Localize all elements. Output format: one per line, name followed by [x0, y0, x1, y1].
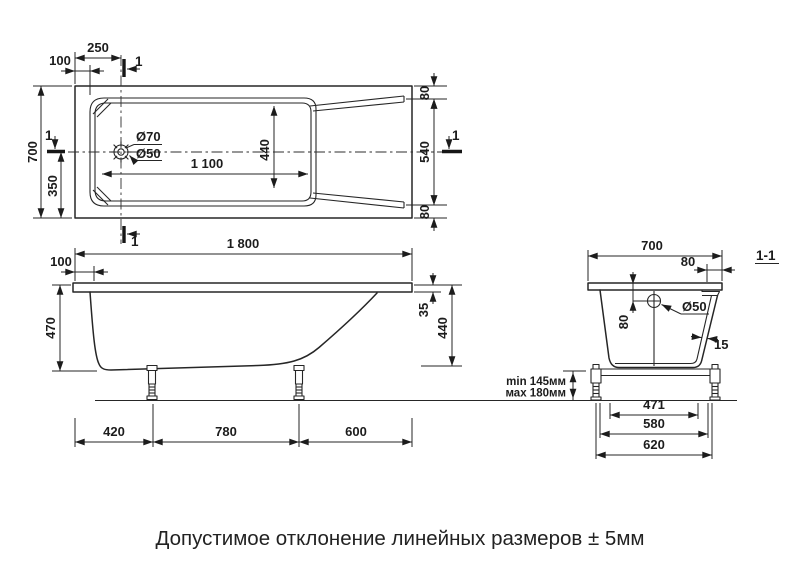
cut-marker-left: 1 [45, 128, 53, 143]
top-view-centerlines [68, 55, 460, 244]
dim-580: 580 [643, 416, 665, 431]
dim-80-bottom: 80 [417, 205, 432, 219]
rim-flange [72, 282, 413, 293]
dim-600: 600 [345, 424, 367, 439]
dim-620: 620 [643, 437, 665, 452]
section-rim-step [701, 290, 721, 297]
dim-440-top: 440 [257, 139, 272, 161]
cut-marker-bottom: 1 [131, 234, 139, 249]
section-foot-right [709, 382, 721, 401]
dim-80-top: 80 [417, 86, 432, 100]
section-wall-outer [599, 289, 719, 369]
tub-body-profile [89, 291, 378, 371]
tub-rim-inner [94, 102, 312, 202]
drain-symbol [110, 141, 132, 163]
side-view-outline [72, 282, 737, 402]
dim-250: 250 [87, 40, 109, 55]
dim-471: 471 [643, 397, 665, 412]
section-dimensions: 700 80 1-1 80 Ø50 15 [505, 238, 779, 459]
height-min: min 145мм [506, 376, 566, 388]
cut-marker-right: 1 [452, 128, 460, 143]
dim-80-rim: 80 [681, 254, 695, 269]
section-outline [587, 282, 723, 401]
section-rim-flange [587, 282, 723, 291]
drain-labels: Ø70 Ø50 [125, 129, 162, 165]
side-view: 1 800 100 470 35 440 [43, 236, 737, 447]
dim-420: 420 [103, 424, 125, 439]
dim-100-side: 100 [50, 254, 72, 269]
foot-rear [293, 364, 305, 401]
drain-d70-label: Ø70 [136, 129, 161, 144]
dim-440-side: 440 [435, 317, 450, 339]
dim-470: 470 [43, 317, 58, 339]
height-max: мах 180мм [505, 388, 566, 400]
section-view-label: 1-1 [756, 248, 776, 263]
dim-80-drain: 80 [616, 315, 631, 329]
section-cut-markers: 1 1 1 1 [45, 54, 462, 249]
cut-marker-top: 1 [135, 54, 143, 69]
dim-35: 35 [416, 303, 431, 317]
section-wall-inner [615, 295, 713, 365]
support-frame [590, 363, 721, 384]
dim-100-top: 100 [49, 53, 71, 68]
dim-700: 700 [25, 141, 40, 163]
dim-540: 540 [417, 141, 432, 163]
section-view: 700 80 1-1 80 Ø50 15 [505, 238, 779, 459]
tub-rim-outer [89, 97, 317, 207]
dim-15: 15 [714, 337, 728, 352]
dim-700-section: 700 [641, 238, 663, 253]
dim-1100: 1 100 [191, 156, 224, 171]
dim-1800: 1 800 [227, 236, 260, 251]
dim-780: 780 [215, 424, 237, 439]
side-view-dimensions: 1 800 100 470 35 440 [43, 236, 462, 447]
top-view-dimensions: 250 100 700 350 1 100 440 [25, 40, 447, 231]
section-foot-left [590, 382, 602, 401]
tolerance-caption: Допустимое отклонение линейных размеров … [155, 527, 644, 550]
corner-chamfers [92, 98, 112, 206]
foot-front [146, 364, 158, 401]
drain-d50-label: Ø50 [136, 146, 161, 161]
top-view: Ø70 Ø50 250 100 700 350 [25, 40, 462, 249]
dim-350: 350 [45, 175, 60, 197]
section-d50-label: Ø50 [682, 299, 707, 314]
backrest-taper-lines [309, 95, 405, 209]
